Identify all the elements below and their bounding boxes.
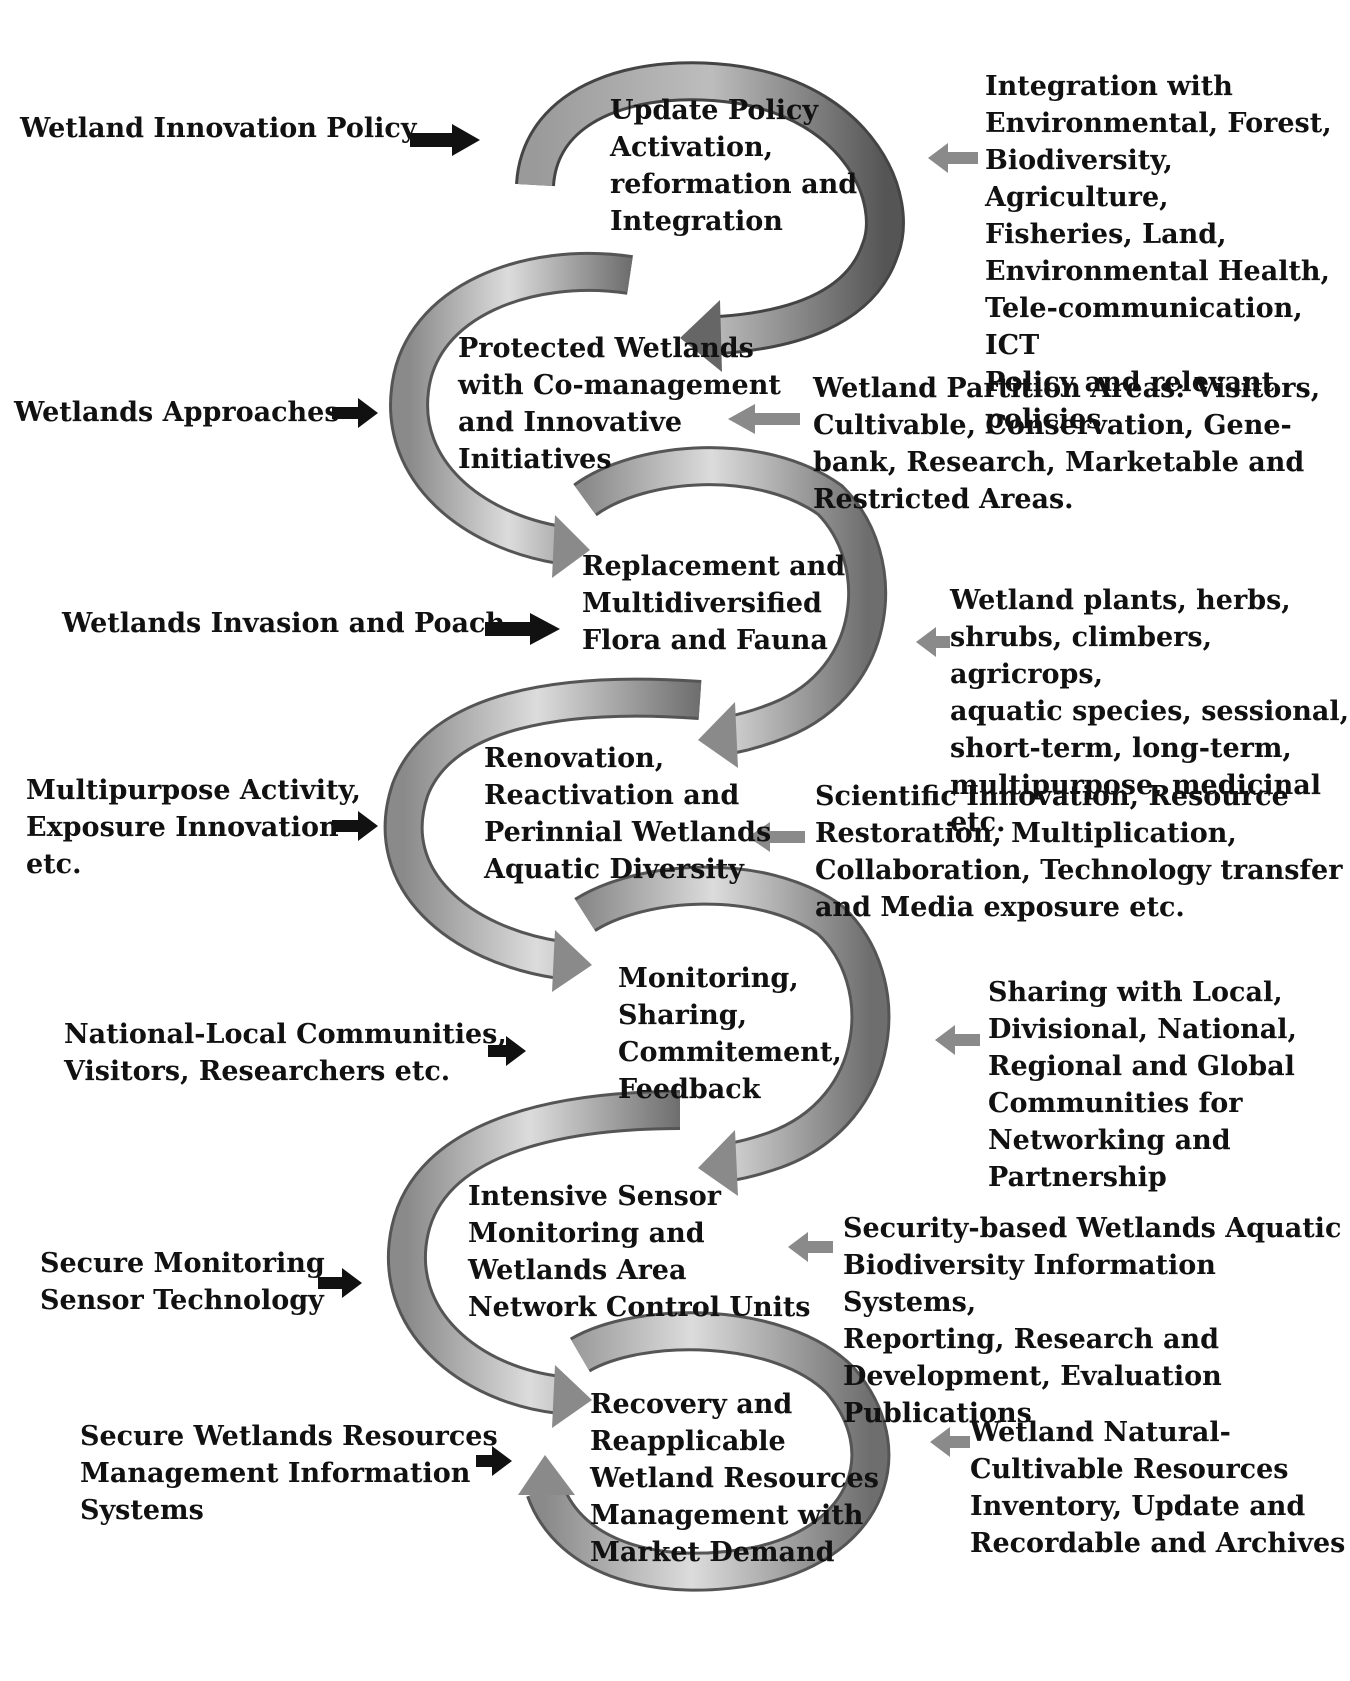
input-arrow-1 bbox=[410, 124, 480, 156]
left-input-2: Wetlands Approaches bbox=[14, 397, 340, 428]
side-arrow-4 bbox=[748, 822, 805, 852]
stage-1-label: Update Policy Activation, reformation an… bbox=[610, 95, 858, 237]
stage-4-label: Renovation, Reactivation and Perinnial W… bbox=[484, 743, 772, 885]
stage-6-label: Intensive Sensor Monitoring and Wetlands… bbox=[468, 1181, 811, 1323]
input-arrow-3 bbox=[485, 613, 560, 645]
cycle-arc-2 bbox=[389, 252, 633, 578]
side-arrow-7 bbox=[930, 1427, 970, 1457]
side-arrow-5 bbox=[935, 1025, 980, 1055]
cycle-arc-3 bbox=[573, 446, 888, 768]
right-input-2: Wetland Partition Areas: Visitors, Culti… bbox=[813, 373, 1321, 515]
cycle-arc-1 bbox=[515, 61, 905, 372]
right-input-1: Integration with Environmental, Forest, … bbox=[985, 71, 1332, 435]
cycle-arc-7 bbox=[518, 1311, 891, 1592]
input-arrow-4 bbox=[332, 811, 378, 841]
side-arrow-6 bbox=[788, 1232, 833, 1262]
left-input-6: Secure Monitoring Sensor Technology bbox=[40, 1248, 325, 1316]
cycle-arc-4 bbox=[383, 677, 702, 992]
stage-3-label: Replacement and Multidiversified Flora a… bbox=[582, 551, 846, 656]
left-input-4: Multipurpose Activity, Exposure Innovati… bbox=[26, 775, 361, 880]
side-arrow-1 bbox=[928, 143, 978, 173]
right-input-5: Sharing with Local, Divisional, National… bbox=[988, 977, 1297, 1193]
right-input-6: Security-based Wetlands Aquatic Biodiver… bbox=[843, 1213, 1342, 1429]
input-arrow-2 bbox=[332, 398, 378, 428]
cycle-arc-6 bbox=[386, 1090, 681, 1428]
right-input-7: Wetland Natural- Cultivable Resources In… bbox=[970, 1417, 1346, 1559]
cycle-arc-5 bbox=[574, 865, 891, 1196]
input-arrow-5 bbox=[488, 1036, 526, 1066]
input-arrow-6 bbox=[318, 1268, 362, 1298]
right-input-4: Scientific Innovation, Resource Restorat… bbox=[815, 781, 1343, 923]
left-input-7: Secure Wetlands Resources Management Inf… bbox=[80, 1421, 498, 1526]
left-input-3: Wetlands Invasion and Poach bbox=[62, 608, 506, 639]
left-input-5: National-Local Communities, Visitors, Re… bbox=[64, 1019, 507, 1087]
stage-7-label: Recovery and Reapplicable Wetland Resour… bbox=[590, 1389, 879, 1568]
side-arrow-2 bbox=[728, 404, 800, 434]
right-input-3: Wetland plants, herbs, shrubs, climbers,… bbox=[950, 585, 1350, 838]
left-input-1: Wetland Innovation Policy bbox=[20, 113, 417, 144]
stage-5-label: Monitoring, Sharing, Commitement, Feedba… bbox=[618, 963, 842, 1105]
side-arrow-3 bbox=[916, 627, 950, 657]
input-arrow-7 bbox=[476, 1446, 512, 1476]
stage-2-label: Protected Wetlands with Co-management an… bbox=[458, 333, 781, 475]
